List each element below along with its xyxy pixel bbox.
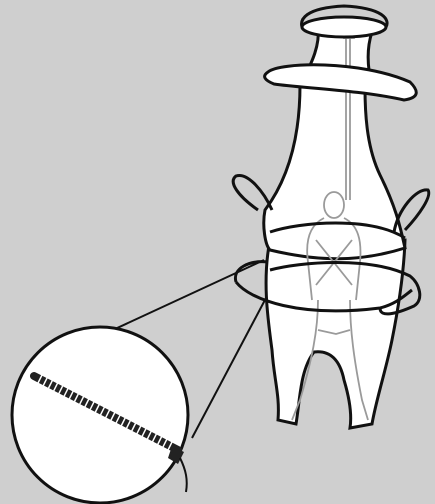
- magnifier-lens: [12, 327, 188, 503]
- zipper-detail-icon: [12, 327, 188, 503]
